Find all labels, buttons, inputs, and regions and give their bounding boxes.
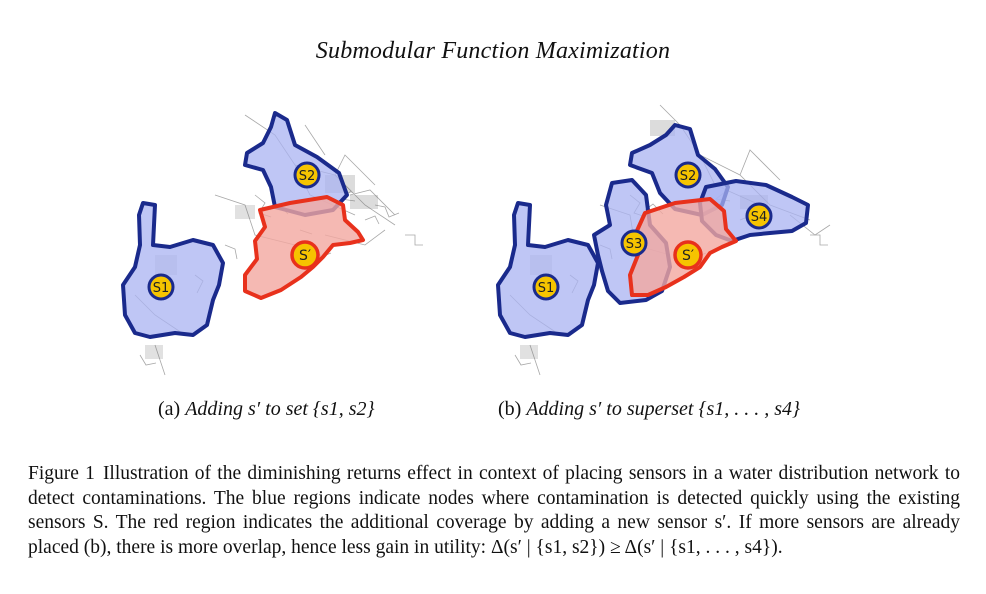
sensor-label-s1: S1 [538,281,555,296]
subfigure-label-b: (b) [498,398,522,420]
sensor-marker-s1: S1 [147,273,175,301]
sensor-marker-s4: S4 [745,202,773,230]
sensor-marker-s2: S2 [674,161,702,189]
sensor-label-new: S′ [682,248,694,264]
running-header: Submodular Function Maximization [315,38,671,64]
network-map-b: S1 S2 S3 S4 S′ [496,104,831,376]
subfigure-label-a: (a) [158,398,181,420]
subfigure-text-a: Adding s′ to set {s1, s2} [185,398,375,420]
sensor-label-s1: S1 [153,281,170,296]
sensor-marker-s3: S3 [620,229,648,257]
subfigure-caption-b: (b) Adding s′ to superset {s1, . . . , s… [498,398,800,421]
sensor-label-new: S′ [299,248,311,264]
figure-panel-b: S1 S2 S3 S4 S′ [470,95,870,395]
subfigure-caption-a: (a) Adding s′ to set {s1, s2} [158,398,374,421]
sensor-label-s2: S2 [299,169,316,184]
sensor-marker-new: S′ [290,240,320,270]
coverage-region-s1 [121,201,225,339]
figure-panel-a: S1 S2 S′ [95,95,495,395]
figure-caption-text: Illustration of the diminishing returns … [28,463,960,558]
sensor-marker-new: S′ [673,240,703,270]
sensor-label-s4: S4 [751,210,768,225]
sensor-label-s3: S3 [626,237,643,252]
sensor-label-s2: S2 [680,169,697,184]
network-map-a: S1 S2 S′ [121,111,423,376]
sensor-marker-s2: S2 [293,161,321,189]
figure-caption-label: Figure 1 [28,463,95,484]
coverage-region-s1 [496,201,600,339]
subfigure-text-b: Adding s′ to superset {s1, . . . , s4} [526,398,801,420]
sensor-marker-s1: S1 [532,273,560,301]
